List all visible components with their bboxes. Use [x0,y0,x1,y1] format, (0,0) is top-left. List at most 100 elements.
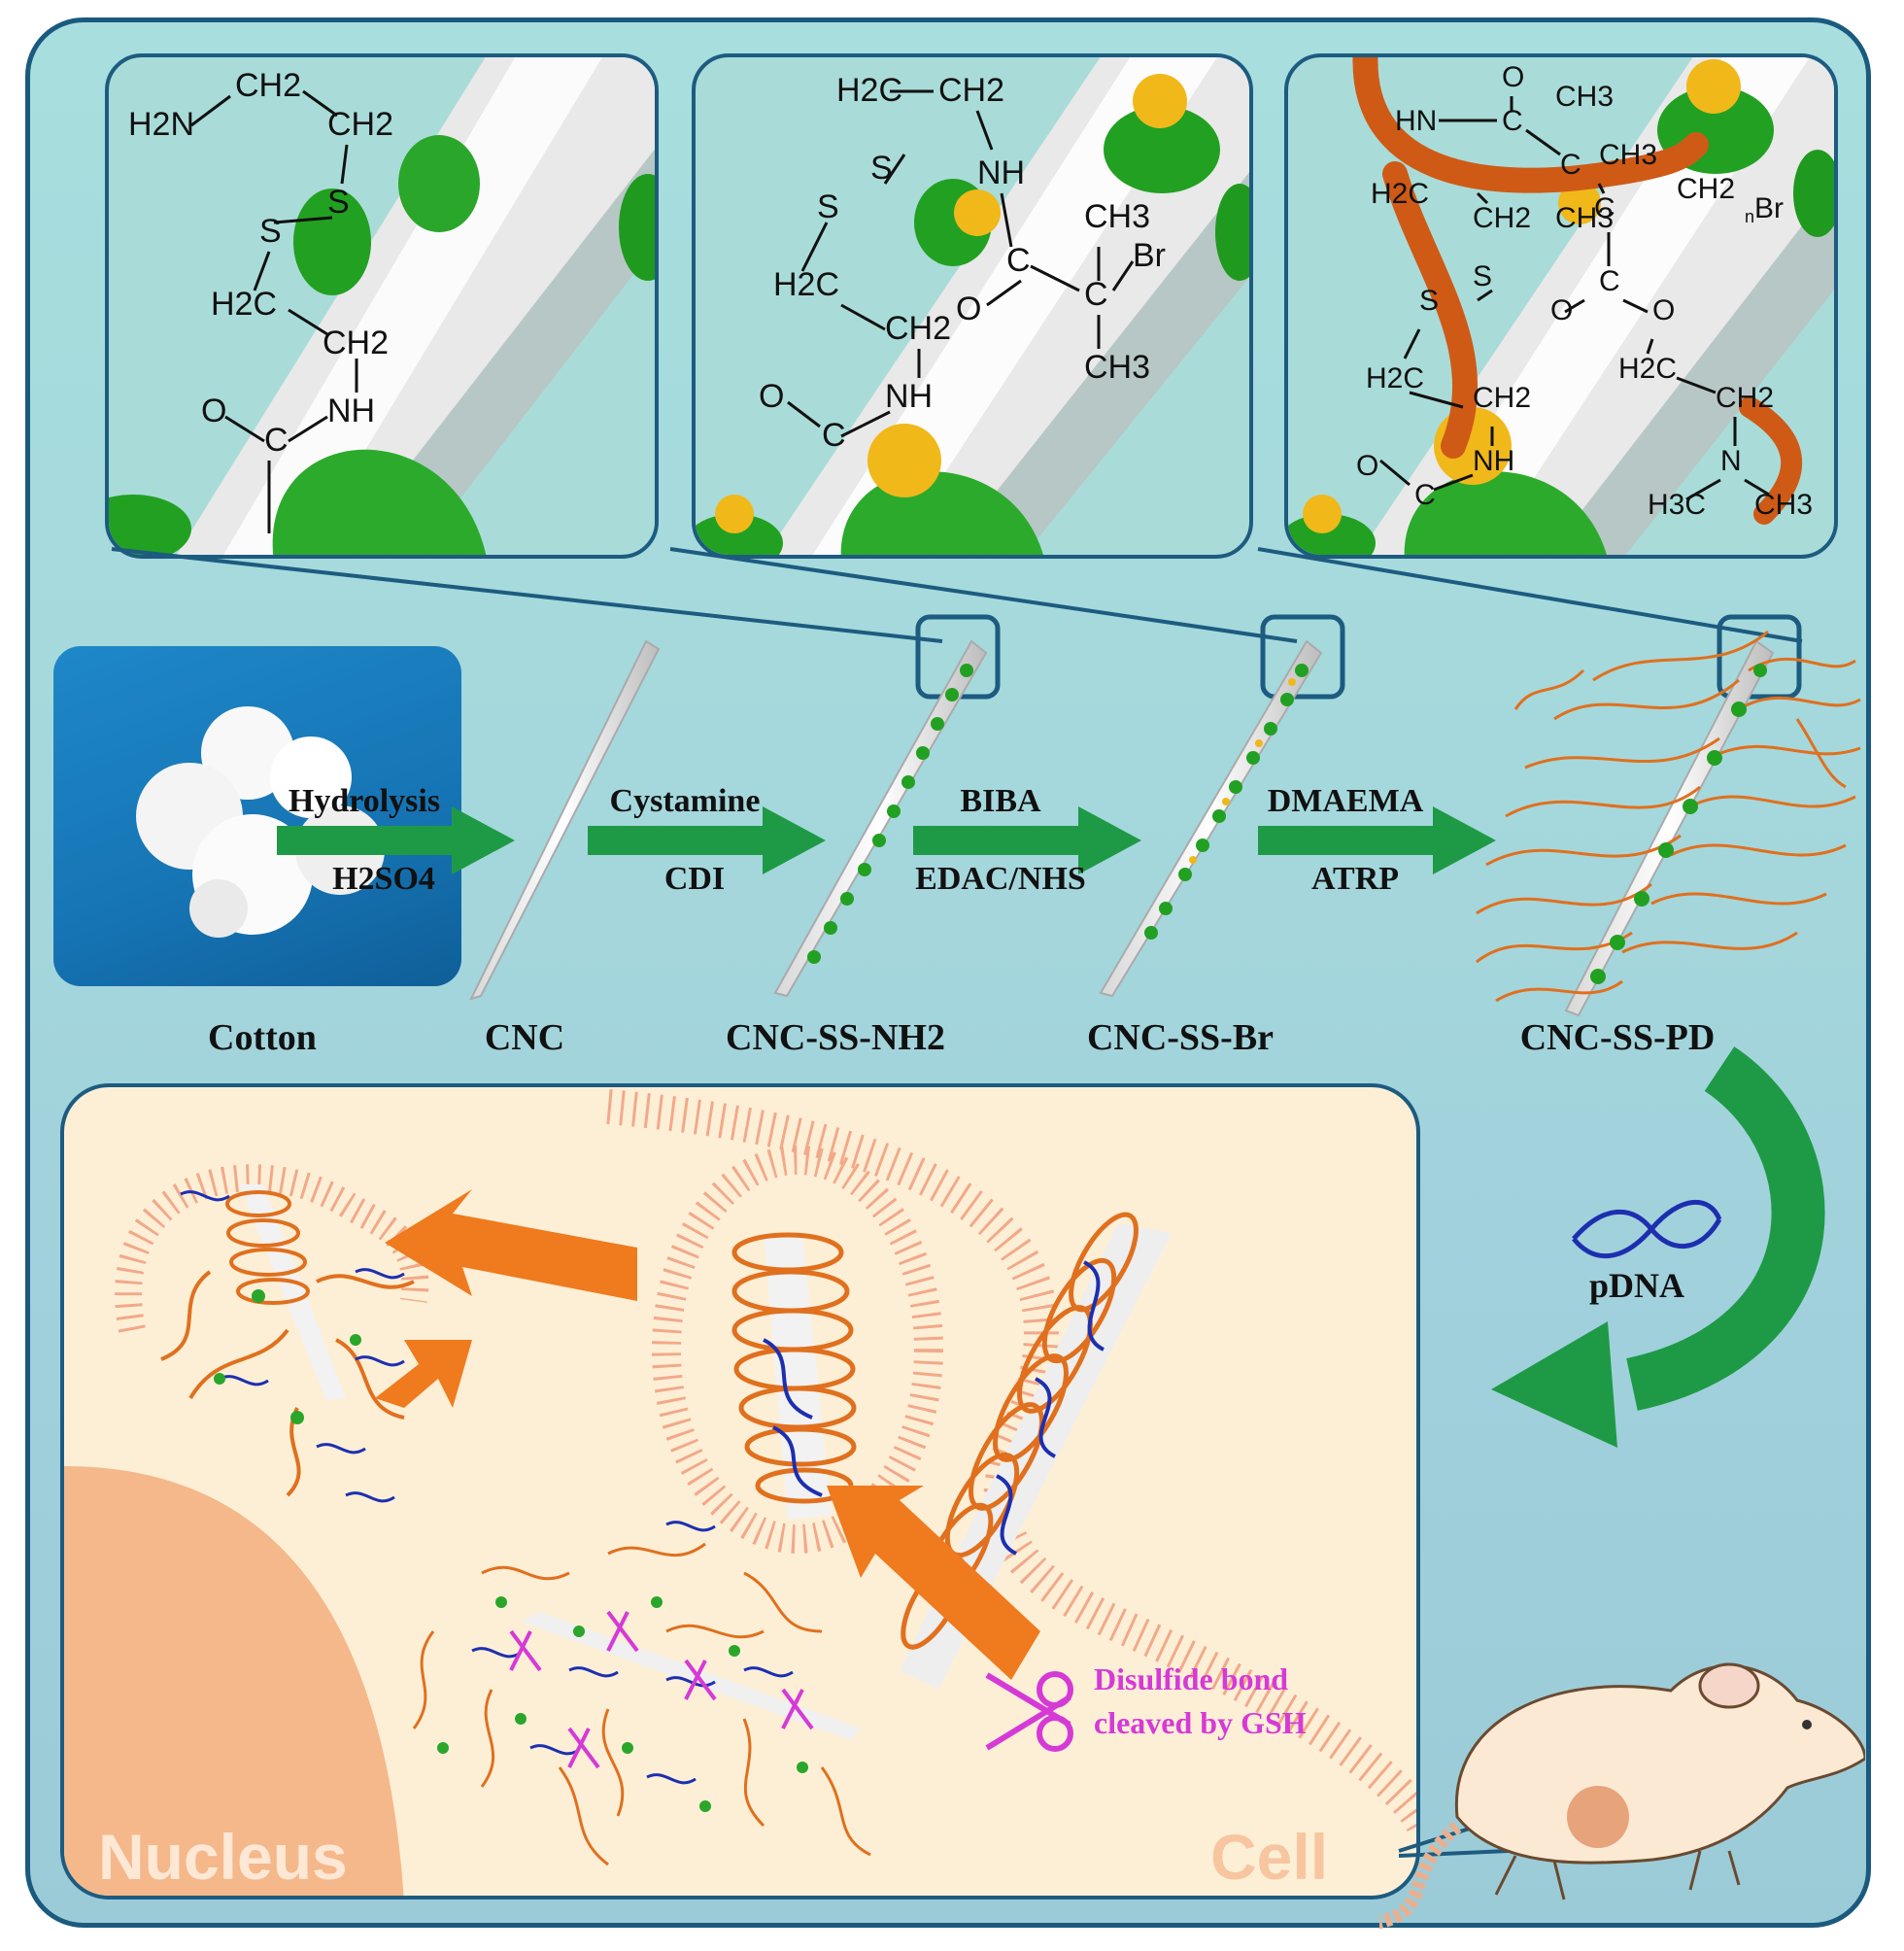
polymer-brush [1476,630,1861,1003]
br-structure: H2C CH2 S S H2C CH2 NH O C NH C O CH3 Br… [759,72,1166,454]
svg-text:H2C: H2C [1366,362,1424,394]
svg-text:CH2: CH2 [1473,382,1531,414]
svg-text:CH2: CH2 [885,310,951,347]
step3-top: BIBA [960,783,1041,819]
svg-text:S: S [870,150,893,187]
pd-sites [1590,664,1767,984]
amine-sites [807,664,973,964]
polyplex-endosome [731,1232,857,1520]
svg-text:NH: NH [885,378,933,415]
svg-text:O: O [1652,294,1675,326]
svg-text:CH3: CH3 [1555,81,1614,113]
svg-text:C: C [264,422,289,459]
step1-top: Hydrolysis [289,783,440,819]
inset-cnc-ss-br: H2C CH2 S S H2C CH2 NH O C NH C O CH3 Br… [692,53,1253,559]
svg-text:NH: NH [327,393,375,429]
svg-text:H2C: H2C [211,286,277,323]
step1-bottom: H2SO4 [332,861,435,897]
svg-text:n: n [1745,207,1754,226]
svg-text:H2C: H2C [1371,178,1429,210]
svg-text:CH2: CH2 [1716,382,1774,414]
mouse-illustration [1379,1662,1865,1930]
pd-structure: HN C O CH3 C CH3 H2C CH2 CH3 C CH2 n Br … [1356,61,1813,521]
svg-text:N: N [1720,445,1742,477]
nh2-structure: H2N CH2 CH2 S S H2C CH2 NH O C [128,67,393,533]
svg-text:O: O [759,378,784,415]
svg-text:Br: Br [1133,237,1166,274]
svg-text:CH2: CH2 [327,106,393,143]
step2-top: Cystamine [610,783,761,819]
svg-text:S: S [1473,260,1492,292]
svg-text:S: S [1419,285,1439,317]
svg-text:Br: Br [1754,192,1784,224]
svg-text:CH2: CH2 [938,72,1004,109]
mouse-tail [1379,1821,1462,1930]
svg-text:H2C: H2C [1618,353,1677,385]
svg-text:CH3: CH3 [1084,349,1150,386]
svg-text:CH2: CH2 [1677,173,1735,205]
cell-membrane [606,1089,1416,1834]
svg-text:CH3: CH3 [1599,139,1657,171]
svg-text:H2C: H2C [773,266,839,303]
svg-text:O: O [201,393,226,429]
polyplex-released [160,1184,415,1497]
svg-text:HN: HN [1395,105,1437,137]
br-sites [1144,664,1309,940]
reaction-arrow-1 [277,806,515,874]
step4-top: DMAEMA [1268,783,1424,819]
reaction-arrow-4 [1258,806,1496,874]
svg-text:C: C [1414,479,1436,511]
svg-text:S: S [327,184,350,221]
svg-text:C: C [1560,149,1581,181]
label-cnc-ss-pd: CNC-SS-PD [1520,1017,1716,1058]
cotton-photo [53,646,461,986]
svg-text:CH3: CH3 [1084,198,1150,235]
svg-text:C: C [1594,192,1615,224]
svg-text:CH3: CH3 [1555,202,1614,234]
label-cnc-ss-nh2: CNC-SS-NH2 [726,1017,945,1058]
svg-text:CH3: CH3 [1754,489,1813,521]
reaction-arrow-2 [588,806,826,874]
cleaved-polyplex [214,1289,871,1866]
svg-text:O: O [956,291,981,327]
svg-text:O: O [1356,450,1378,482]
curved-arrow [1625,1046,1825,1411]
nucleus [64,1466,404,1896]
step3-bottom: EDAC/NHS [915,861,1086,897]
svg-text:C: C [1006,242,1031,279]
cnc-rod [469,639,661,1001]
inset-cnc-ss-pd: HN C O CH3 C CH3 H2C CH2 CH3 C CH2 n Br … [1284,53,1838,559]
disulfide-label-2: cleaved by GSH [1094,1705,1307,1740]
label-cotton: Cotton [208,1017,317,1058]
inset-cnc-ss-nh2: H2N CH2 CH2 S S H2C CH2 NH O C [105,53,659,559]
step4-bottom: ATRP [1311,861,1399,897]
scissors-icon [985,1671,1073,1752]
svg-text:O: O [1550,294,1573,326]
svg-text:C: C [1502,105,1523,137]
zoom-box-br [1260,614,1345,700]
endosome [652,1146,943,1554]
svg-text:S: S [817,188,839,225]
pdna-icon [1572,1209,1722,1249]
step2-bottom: CDI [664,861,725,897]
svg-text:H2N: H2N [128,106,194,143]
cell-label: Cell [1210,1821,1328,1893]
svg-text:C: C [1599,265,1620,297]
label-cnc-ss-br: CNC-SS-Br [1087,1017,1274,1058]
reaction-arrow-3 [913,806,1141,874]
label-cnc: CNC [485,1017,564,1058]
cnc-ss-nh2-rod [773,639,988,998]
svg-text:NH: NH [1473,445,1514,477]
svg-text:CH2: CH2 [323,325,389,361]
orange-arrows [375,1189,1040,1680]
svg-text:NH: NH [977,154,1025,191]
svg-text:CH2: CH2 [1473,202,1531,234]
cnc-ss-pd-rod [1564,639,1775,1017]
pdna-label: pDNA [1589,1266,1684,1305]
svg-text:C: C [1084,276,1108,313]
svg-text:CH2: CH2 [235,67,301,104]
cell-panel: Disulfide bond cleaved by GSH Nucleus Ce… [60,1083,1420,1900]
disulfide-label-1: Disulfide bond [1094,1661,1288,1696]
